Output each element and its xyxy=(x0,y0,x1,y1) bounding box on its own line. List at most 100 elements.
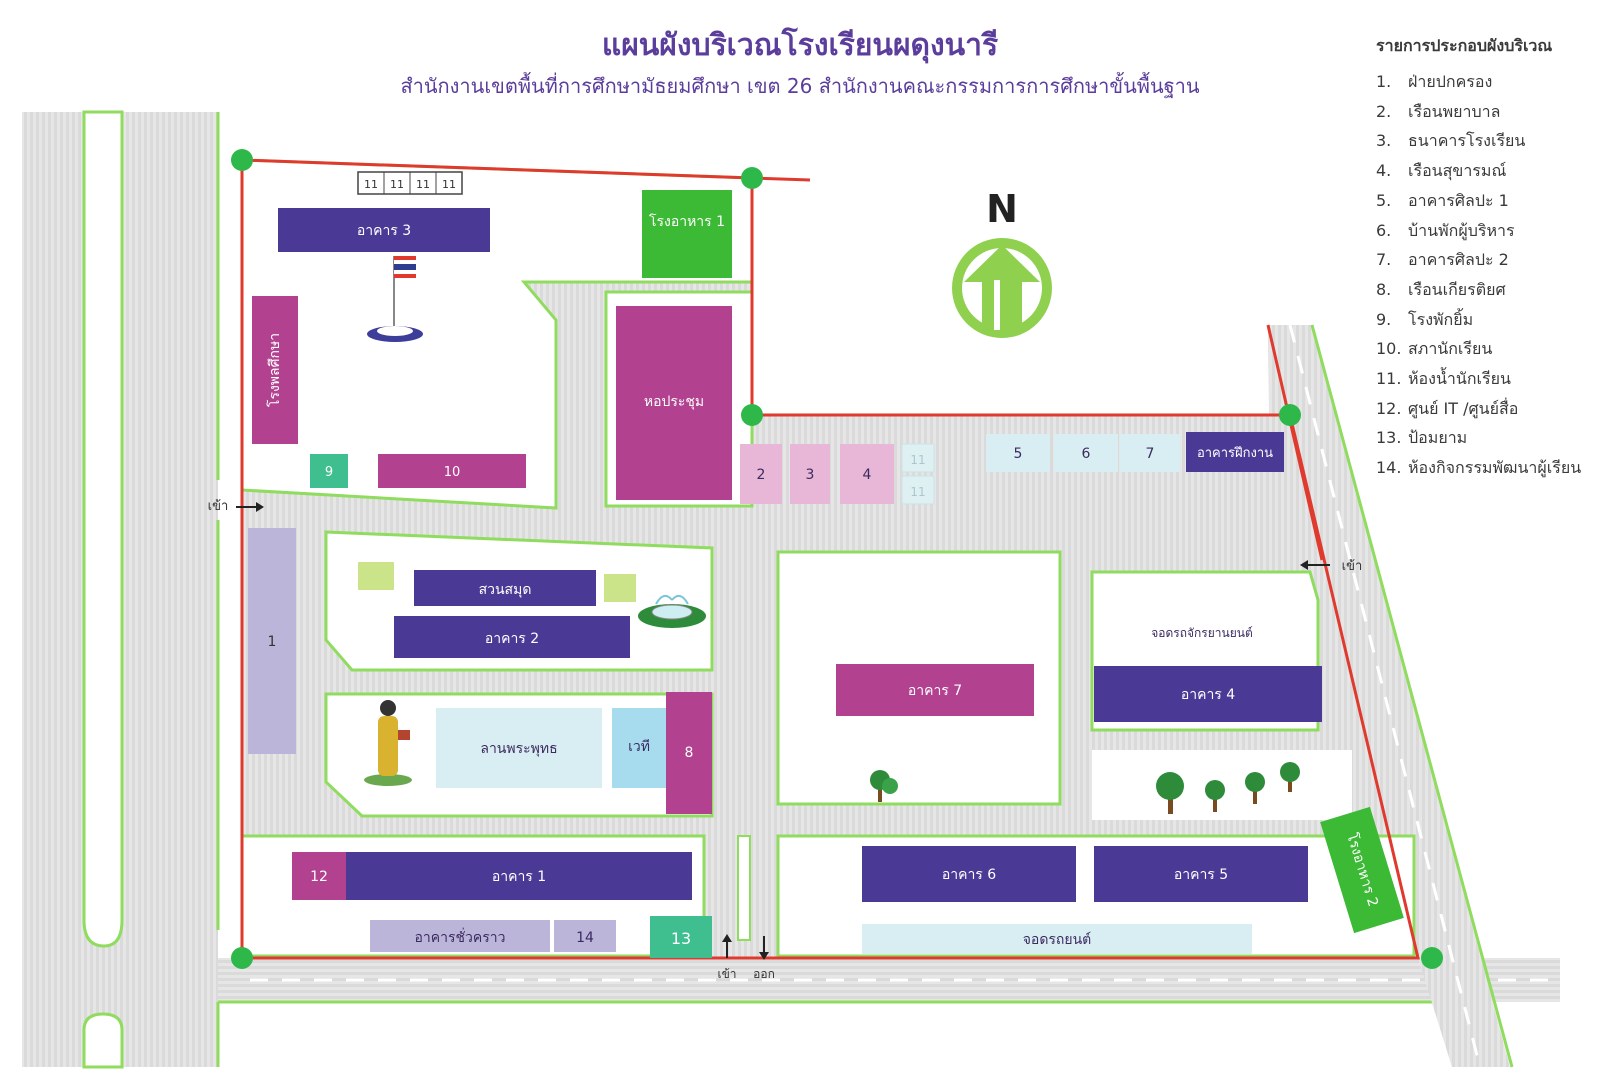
tree-icon xyxy=(1156,772,1184,814)
legend-item-label: ป้อมยาม xyxy=(1408,428,1468,448)
marker-10: 10 xyxy=(444,465,461,480)
buddha-plaza[interactable] xyxy=(436,708,602,788)
building-7[interactable] xyxy=(836,664,1034,716)
marker-12: 12 xyxy=(310,869,328,885)
legend-item: 3.ธนาคารโรงเรียน xyxy=(1376,126,1596,156)
median-strip xyxy=(82,1012,124,1069)
marker-9-box[interactable] xyxy=(310,454,348,488)
marker-6: 6 xyxy=(1082,446,1091,462)
canteen-2[interactable] xyxy=(1320,806,1404,934)
legend-item: 2. เรือนพยาบาล xyxy=(1376,97,1596,127)
marker-7-box[interactable] xyxy=(1120,434,1180,472)
temporary-building[interactable] xyxy=(370,920,550,952)
flagpole-icon xyxy=(367,256,423,342)
marker-11-box[interactable] xyxy=(901,443,935,473)
assembly-hall[interactable] xyxy=(616,306,732,500)
fence-posts xyxy=(231,149,1443,969)
marker-1-box[interactable] xyxy=(248,528,296,754)
marker-3-box[interactable] xyxy=(790,444,830,504)
legend-item-label: เรือนพยาบาล xyxy=(1408,101,1501,121)
marker-14: 14 xyxy=(576,930,594,946)
building-1[interactable] xyxy=(346,852,692,900)
legend-item-label: ห้องกิจกรรมพัฒนาผู้เรียน xyxy=(1408,458,1582,478)
training-building[interactable] xyxy=(1186,432,1284,472)
fence-post xyxy=(1279,404,1301,426)
fence-post xyxy=(1421,947,1443,969)
canteen-1[interactable] xyxy=(642,190,732,278)
garden-patch xyxy=(358,562,394,590)
arrow-down-icon xyxy=(759,936,769,960)
building-6[interactable] xyxy=(862,846,1076,902)
marker-14-box[interactable] xyxy=(554,920,616,952)
gymnasium[interactable] xyxy=(252,296,298,444)
legend-item-number: 11. xyxy=(1376,369,1402,389)
building-5[interactable] xyxy=(1094,846,1308,902)
stage-label: เวที xyxy=(628,739,650,755)
legend-item-number: 6. xyxy=(1376,220,1392,240)
tree-icon xyxy=(1280,762,1300,792)
marker-2-box[interactable] xyxy=(740,444,782,504)
legend-item-number: 7. xyxy=(1376,250,1392,270)
map-subtitle: สำนักงานเขตพื้นที่การศึกษามัธยมศึกษา เขต… xyxy=(400,74,1200,98)
building-2[interactable] xyxy=(394,616,630,658)
marker-11: 11 xyxy=(910,453,925,467)
canteen-1-label: โรงอาหาร 1 xyxy=(648,214,726,230)
marker-1: 1 xyxy=(268,634,277,650)
legend-item: 14. ห้องกิจกรรมพัฒนาผู้เรียน xyxy=(1376,453,1596,483)
legend-item-label: บ้านพักผู้บริหาร xyxy=(1408,220,1515,240)
toilet-marker: 11 xyxy=(416,178,430,191)
library[interactable] xyxy=(414,570,596,606)
marker-6-box[interactable] xyxy=(1054,434,1118,472)
building-3-label: อาคาร 3 xyxy=(357,223,411,239)
legend-item-number: 4. xyxy=(1376,161,1392,181)
legend-item-label: เรือนสุขารมณ์ xyxy=(1408,161,1507,181)
fence-post xyxy=(231,149,253,171)
legend-item-number: 8. xyxy=(1376,279,1392,299)
legend-item-number: 10. xyxy=(1376,339,1402,359)
marker-10-box[interactable] xyxy=(378,454,526,488)
building-3[interactable] xyxy=(278,208,490,252)
fence-post xyxy=(741,404,763,426)
marker-2: 2 xyxy=(757,467,766,483)
building-7-label: อาคาร 7 xyxy=(908,683,962,699)
stage[interactable] xyxy=(612,708,666,788)
canteen-1-label-box: โรงอาหาร 1 xyxy=(648,214,726,230)
marker-5: 5 xyxy=(1014,446,1023,462)
gate-exit-bottom: ออก xyxy=(753,967,775,981)
legend-item-number: 2. xyxy=(1376,101,1392,121)
marker-4-box[interactable] xyxy=(840,444,894,504)
garden-patch xyxy=(604,574,636,602)
legend-item-label: สภานักเรียน xyxy=(1408,339,1493,359)
legend-item-number: 14. xyxy=(1376,458,1402,478)
tree-icon xyxy=(1205,780,1225,812)
marker-8: 8 xyxy=(685,745,694,761)
library-label: สวนสมุด xyxy=(479,582,532,598)
tree-icon xyxy=(1245,772,1265,804)
legend-item-label: ฝ่ายปกครอง xyxy=(1408,72,1493,91)
toilet-marker: 11 xyxy=(390,178,404,191)
building-4[interactable] xyxy=(1094,666,1322,722)
legend-item: 9.โรงพักยิ้ม xyxy=(1376,305,1596,335)
arrow-left-icon xyxy=(1300,560,1330,570)
building-5-label: อาคาร 5 xyxy=(1174,867,1228,883)
legend-item-number: 12. xyxy=(1376,398,1402,418)
marker-8-box[interactable] xyxy=(666,692,712,814)
car-parking[interactable] xyxy=(862,924,1252,954)
gate-enter-left: เข้า xyxy=(208,499,229,514)
buddha-plaza-label: ลานพระพุทธ xyxy=(480,741,557,757)
gate-enter-bottom: เข้า xyxy=(717,967,736,981)
marker-13-box[interactable] xyxy=(650,916,712,958)
marker-4: 4 xyxy=(863,467,872,483)
tree-icons xyxy=(870,762,1300,814)
compass-letter: N xyxy=(986,187,1018,231)
legend-item-label: อาคารศิลปะ 2 xyxy=(1408,250,1509,270)
north-arrow-icon: N xyxy=(952,187,1052,338)
right-road xyxy=(1268,325,1510,1067)
marker-5-box[interactable] xyxy=(986,434,1050,472)
marker-12-box[interactable] xyxy=(292,852,346,900)
marker-11-box[interactable] xyxy=(901,475,935,505)
legend-item-number: 13. xyxy=(1376,428,1402,448)
